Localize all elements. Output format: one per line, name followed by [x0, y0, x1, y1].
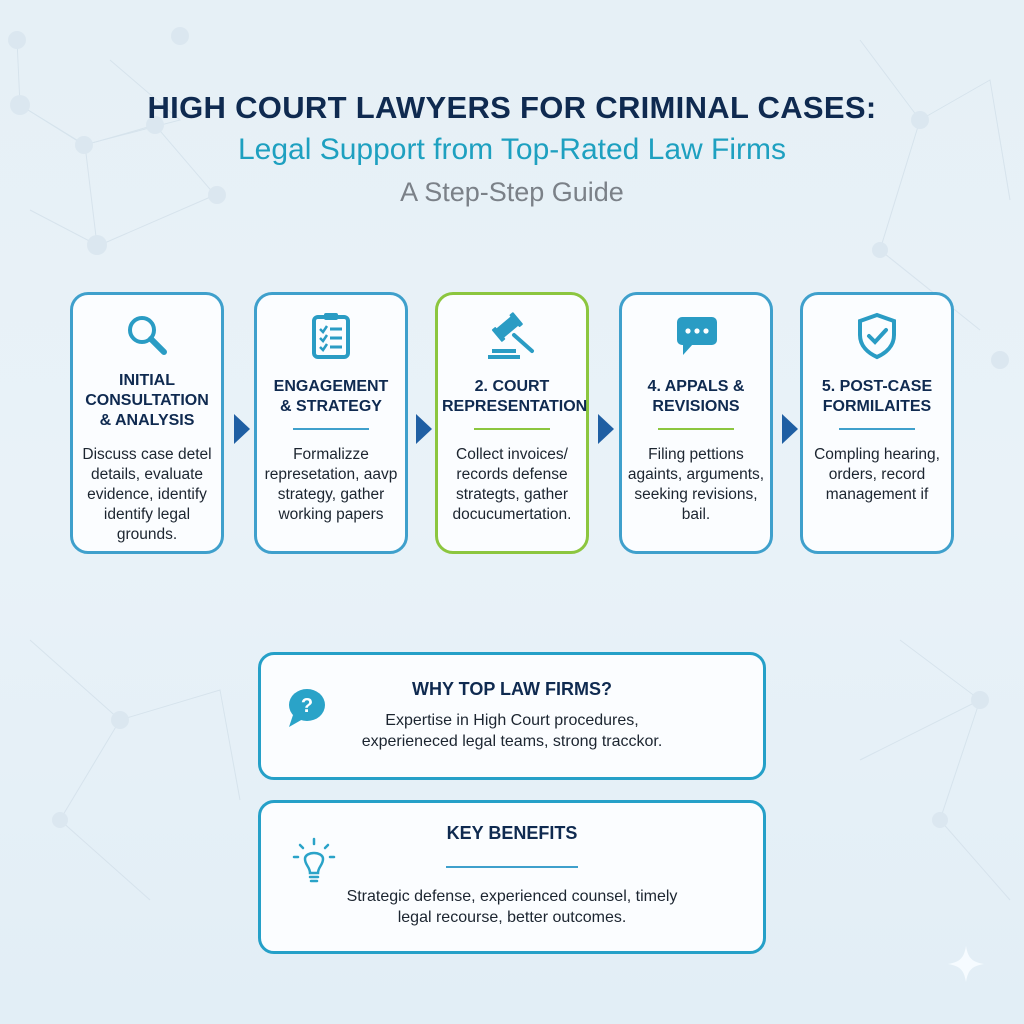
key-benefits-panel: KEY BENEFITS Strategic defense, experien…	[258, 800, 766, 954]
header: HIGH COURT LAWYERS FOR CRIMINAL CASES: L…	[0, 88, 1024, 210]
divider	[474, 428, 550, 430]
divider	[446, 866, 578, 868]
panel-title: KEY BENEFITS	[446, 823, 578, 843]
panel-text: Expertise in High Court procedures,exper…	[361, 712, 663, 750]
gavel-icon	[438, 311, 586, 361]
panel-title: WHY TOP LAW FIRMS?	[411, 679, 612, 699]
question-bubble-icon: ?	[283, 687, 327, 736]
page-subtitle: Legal Support from Top-Rated Law Firms	[237, 133, 787, 166]
panel-text: Strategic defense, experienced counsel, …	[346, 888, 678, 926]
step-title: ENGAGEMENT& STRATEGY	[273, 378, 389, 415]
arrow-right-icon	[782, 414, 798, 444]
shield-check-icon	[803, 311, 951, 361]
page-title: HIGH COURT LAWYERS FOR CRIMINAL CASES:	[147, 90, 877, 125]
arrow-right-icon	[598, 414, 614, 444]
checklist-clipboard-icon	[257, 311, 405, 361]
divider	[293, 428, 369, 430]
divider	[658, 428, 734, 430]
arrow-right-icon	[416, 414, 432, 444]
sparkle-icon	[948, 946, 984, 982]
why-top-law-firms-panel: ? WHY TOP LAW FIRMS? Expertise in High C…	[258, 652, 766, 780]
magnifying-glass-icon	[73, 311, 221, 361]
lightbulb-icon	[291, 837, 337, 894]
arrow-right-icon	[234, 414, 250, 444]
svg-text:?: ?	[301, 695, 313, 717]
page-tagline: A Step-Step Guide	[400, 177, 624, 207]
divider	[839, 428, 915, 430]
step-title: 4. APPALS &REVISIONS	[647, 378, 745, 415]
chat-bubble-icon	[622, 311, 770, 361]
